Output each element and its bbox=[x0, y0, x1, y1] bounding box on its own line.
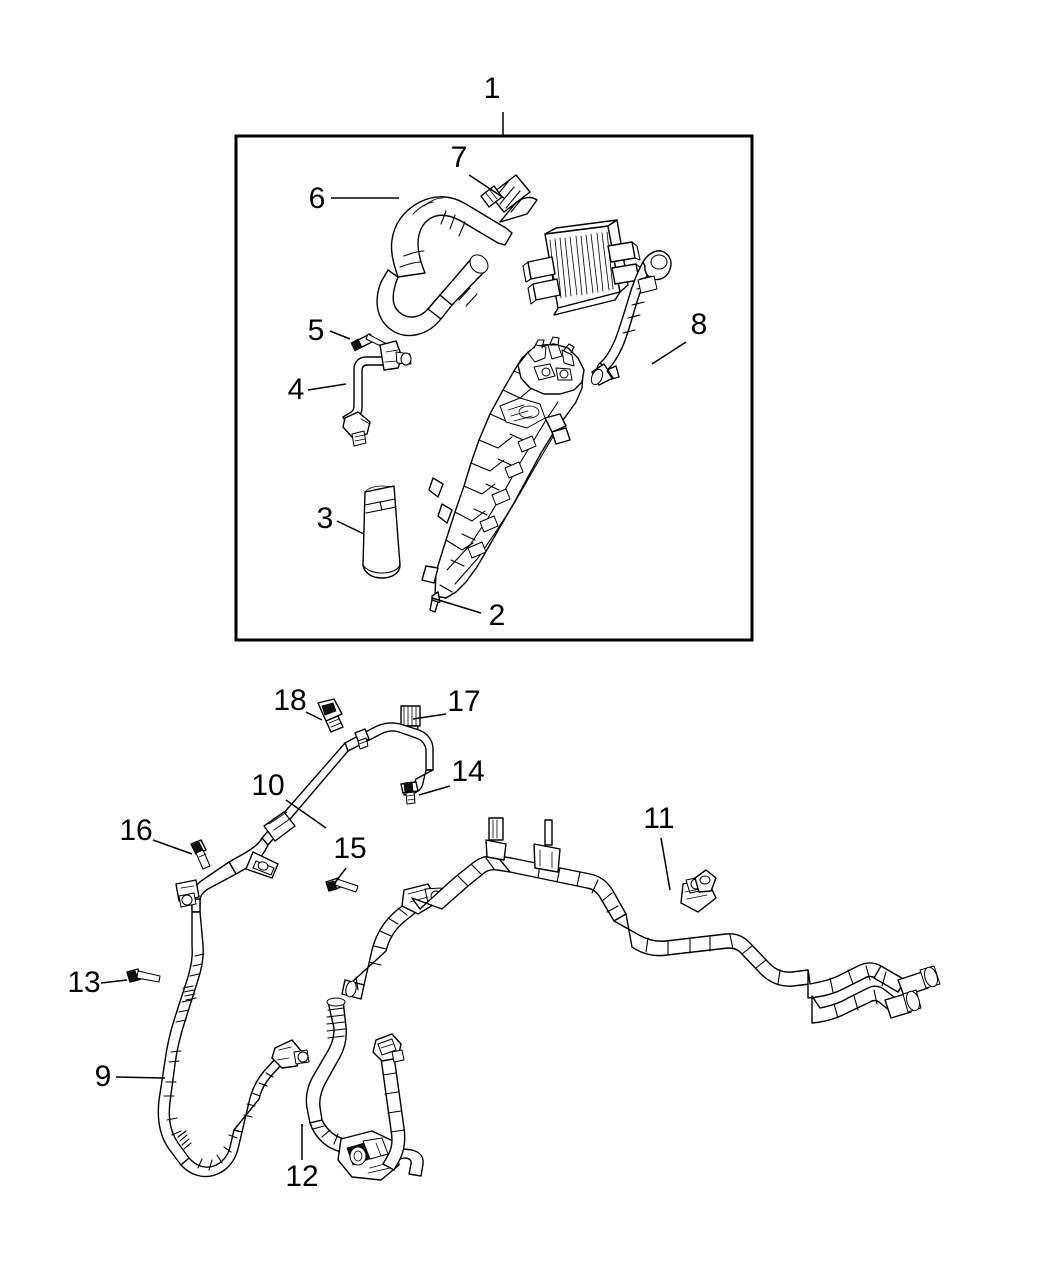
part-clip-18 bbox=[317, 698, 344, 733]
callout-label-15: 15 bbox=[333, 832, 366, 865]
part-bolt-16 bbox=[190, 839, 211, 870]
leader-11 bbox=[660, 837, 671, 891]
callout-label-3: 3 bbox=[317, 502, 334, 535]
leader-17 bbox=[412, 713, 447, 720]
callout-label-13: 13 bbox=[67, 966, 100, 999]
callout-label-9: 9 bbox=[95, 1060, 112, 1093]
leader-8 bbox=[651, 341, 687, 365]
leader-13 bbox=[100, 979, 128, 984]
callout-label-14: 14 bbox=[451, 755, 484, 788]
callout-label-18: 18 bbox=[273, 684, 306, 717]
leader-3 bbox=[336, 520, 365, 535]
callout-label-17: 17 bbox=[447, 685, 480, 718]
part-tube-10 bbox=[175, 722, 434, 913]
callout-label-2: 2 bbox=[489, 599, 506, 632]
callout-label-11: 11 bbox=[643, 802, 674, 835]
leader-18 bbox=[305, 711, 323, 721]
callout-label-7: 7 bbox=[451, 141, 468, 174]
group-box-1 bbox=[234, 134, 754, 642]
part-bolt-13 bbox=[126, 968, 161, 983]
callout-label-5: 5 bbox=[308, 314, 325, 347]
callout-label-16: 16 bbox=[119, 814, 152, 847]
leader-7 bbox=[468, 174, 505, 199]
leader-15 bbox=[333, 867, 347, 885]
part-hose-7-connector bbox=[480, 174, 538, 223]
callout-label-12: 12 bbox=[285, 1160, 318, 1193]
leader-5 bbox=[329, 330, 351, 340]
part-hose-12 bbox=[305, 997, 424, 1181]
part-bolt-5 bbox=[350, 333, 386, 352]
leader-10 bbox=[285, 799, 327, 829]
part-hose-11-clamp bbox=[694, 869, 717, 893]
leader-4 bbox=[307, 383, 347, 391]
leader-9 bbox=[115, 1076, 166, 1079]
part-bolt-15 bbox=[325, 877, 359, 893]
callout-label-4: 4 bbox=[288, 373, 305, 406]
part-filter-canister-3 bbox=[362, 485, 401, 579]
part-bolt-14 bbox=[400, 781, 419, 805]
part-hvac-housing-2 bbox=[421, 336, 585, 613]
leader-14 bbox=[418, 785, 451, 796]
callout-label-1: 1 bbox=[484, 72, 501, 105]
callout-label-10: 10 bbox=[251, 769, 284, 802]
part-coolant-tube-4 bbox=[342, 340, 412, 447]
leader-16 bbox=[152, 839, 193, 855]
callout-numbers: 1 2 3 4 5 6 7 8 9 10 11 12 13 14 15 16 1… bbox=[67, 72, 707, 1193]
part-hose-11 bbox=[341, 817, 941, 1024]
callout-label-8: 8 bbox=[691, 308, 708, 341]
part-hose-8 bbox=[590, 250, 672, 386]
part-hose-9 bbox=[157, 911, 310, 1178]
callout-label-6: 6 bbox=[309, 182, 326, 215]
leader-2 bbox=[431, 597, 482, 614]
part-hose-6 bbox=[376, 196, 513, 337]
callout-leaders bbox=[100, 112, 687, 1160]
part-heater-core bbox=[522, 219, 645, 316]
